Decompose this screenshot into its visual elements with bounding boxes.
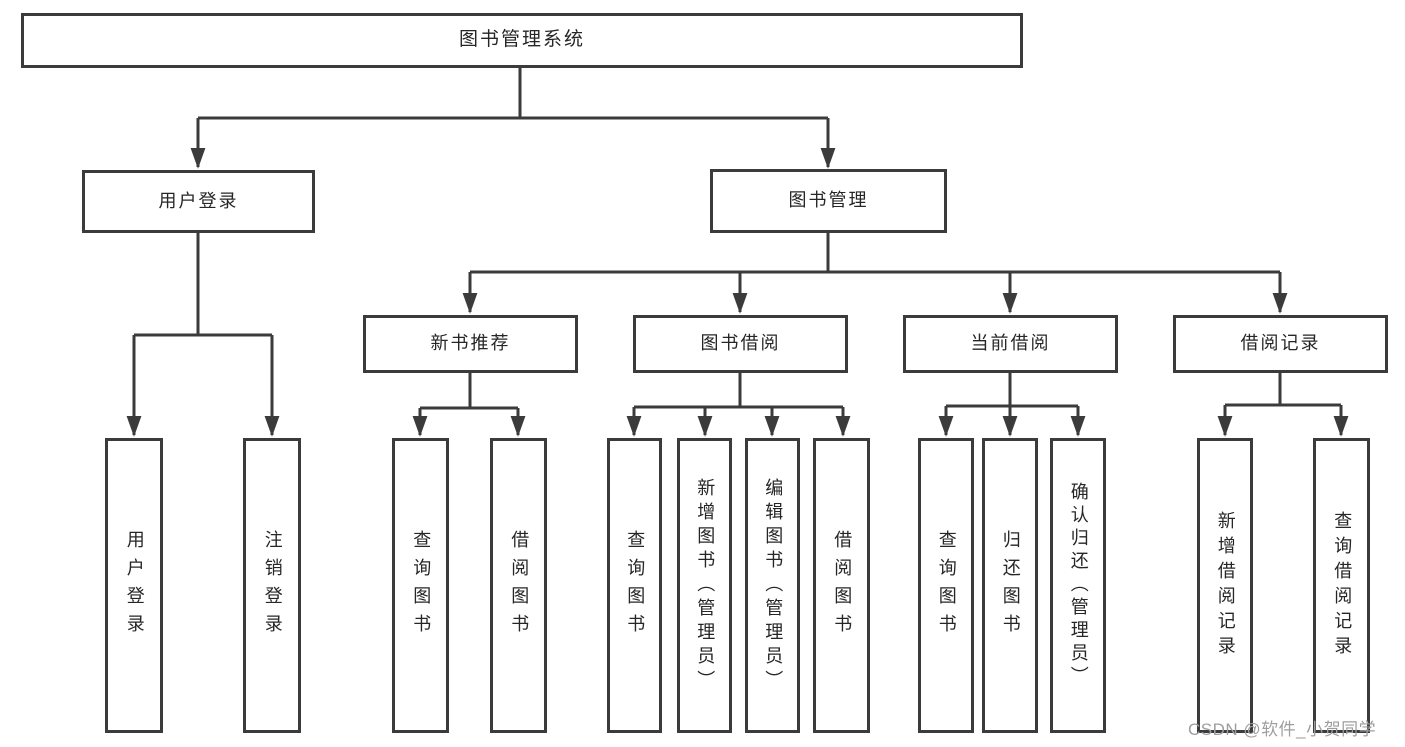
leaf-borrow-borrow-books: 借阅图书 [813, 438, 870, 733]
csdn-watermark: CSDN @软件_小贺同学 [1188, 720, 1377, 739]
node-new-book-recommend: 新书推荐 [363, 315, 578, 373]
leaf-borrow-edit-books-admin: 编辑图书（管理员） [745, 438, 800, 733]
node-book-borrowing: 图书借阅 [633, 315, 848, 373]
leaf-logout: 注销登录 [243, 438, 301, 733]
leaf-current-query-books: 查询图书 [918, 438, 974, 733]
leaf-newbook-query-books: 查询图书 [392, 438, 449, 733]
node-current-borrowing: 当前借阅 [903, 315, 1118, 373]
leaf-records-query-record: 查询借阅记录 [1313, 438, 1370, 733]
node-book-management: 图书管理 [710, 169, 947, 233]
node-library-management-system: 图书管理系统 [21, 13, 1023, 68]
leaf-newbook-borrow-books: 借阅图书 [490, 438, 547, 733]
node-user-login: 用户登录 [82, 170, 315, 233]
leaf-records-add-record: 新增借阅记录 [1197, 438, 1253, 733]
leaf-borrow-add-books-admin: 新增图书（管理员） [677, 438, 732, 733]
leaf-user-login: 用户登录 [105, 438, 163, 733]
leaf-current-confirm-return-admin: 确认归还（管理员） [1050, 438, 1106, 733]
leaf-borrow-query-books: 查询图书 [607, 438, 662, 733]
leaf-current-return-books: 归还图书 [982, 438, 1038, 733]
node-borrowing-records: 借阅记录 [1173, 315, 1388, 373]
